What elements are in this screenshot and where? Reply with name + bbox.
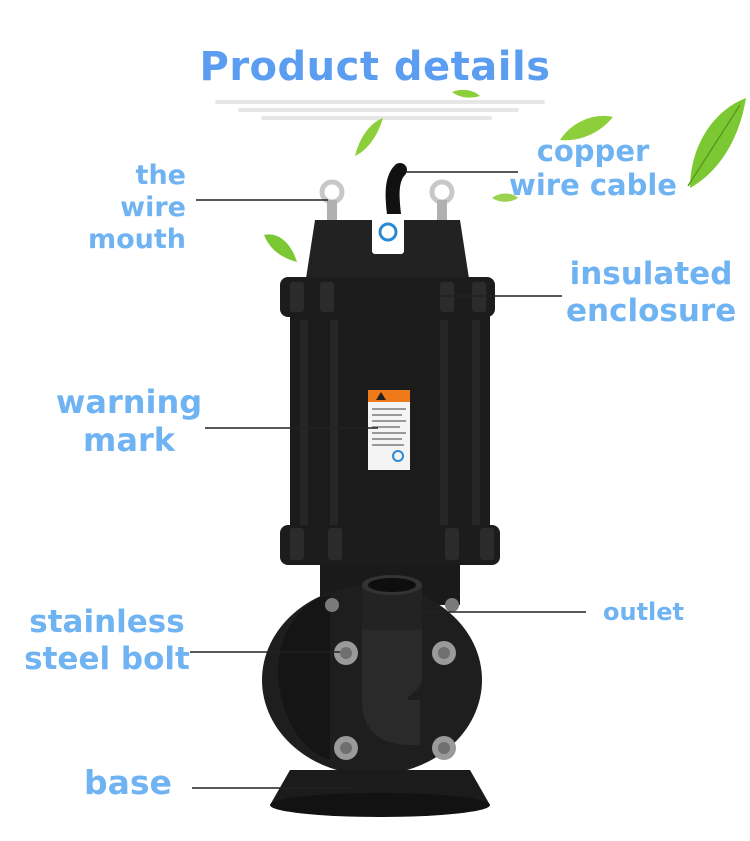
label-outlet: outlet (603, 598, 685, 626)
lower-flange (280, 525, 500, 565)
label-bolt-line1: stainless (29, 604, 185, 640)
label-bolt-line2: steel bolt (24, 640, 190, 677)
lifting-eyes (319, 179, 455, 220)
page-title: Product details (199, 44, 551, 90)
label-copper-line2: wire cable (509, 168, 677, 203)
faint-subtitle-decoration (215, 96, 545, 126)
upper-flange (280, 277, 495, 317)
callout-lines (190, 171, 586, 789)
label-insulated-line1: insulated (569, 256, 733, 292)
label-copper-cable: copper wire cable (508, 134, 678, 202)
label-wire-mouth-line2: mouth (87, 223, 186, 255)
leaf-decoration (264, 89, 746, 262)
label-warning-line2: mark (83, 420, 175, 459)
label-wire-mouth-line1: the wire (120, 160, 186, 223)
label-wire-mouth: the wire mouth (66, 160, 186, 256)
stainless-bolts (325, 598, 459, 760)
label-base: base (84, 763, 172, 802)
label-warning-mark: warning mark (54, 383, 204, 460)
warning-sticker (368, 390, 410, 470)
label-stainless-bolt: stainless steel bolt (22, 604, 192, 677)
outlet-pipe (362, 575, 422, 745)
label-warning-line1: warning (55, 383, 203, 421)
label-insulated-enclosure: insulated enclosure (566, 256, 736, 329)
logo-plate (372, 214, 404, 254)
label-copper-line1: copper (536, 134, 650, 168)
label-insulated-line2: enclosure (566, 292, 737, 329)
